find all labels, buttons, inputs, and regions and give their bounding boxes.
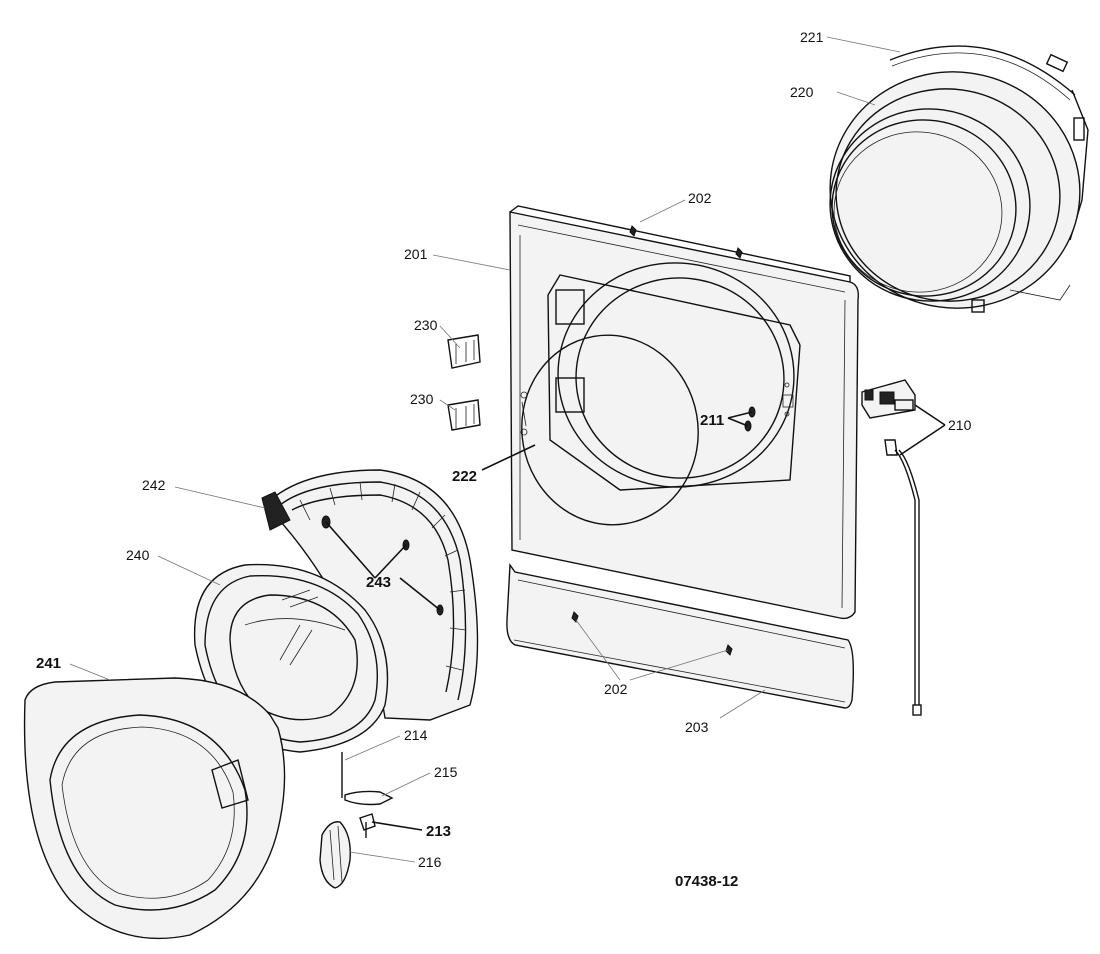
label-215: 215 [434, 764, 458, 780]
label-220: 220 [790, 84, 814, 100]
part-216-handle-cap [319, 821, 351, 889]
part-202-top-screws [629, 225, 743, 259]
label-230-upper: 230 [414, 317, 438, 333]
label-202-top: 202 [688, 190, 712, 206]
part-201-front-panel [509, 205, 860, 620]
leader-lines [69, 36, 946, 863]
part-210-door-lock [861, 379, 922, 716]
part-213-latch [359, 813, 376, 838]
label-203: 203 [685, 719, 709, 735]
label-202-bottom: 202 [604, 681, 628, 697]
label-214: 214 [404, 727, 428, 743]
label-242: 242 [142, 477, 166, 493]
part-215-spring [344, 790, 394, 806]
part-242-inner-door-frame [261, 469, 479, 721]
part-203-lower-panel [506, 562, 855, 709]
label-210: 210 [948, 417, 972, 433]
part-222-gasket-ring [521, 334, 699, 526]
label-222: 222 [452, 468, 477, 485]
label-241: 241 [36, 655, 61, 672]
label-230-lower: 230 [410, 391, 434, 407]
part-230-hinge-upper [447, 334, 481, 369]
label-240: 240 [126, 547, 150, 563]
label-213: 213 [426, 823, 451, 840]
label-221: 221 [800, 29, 824, 45]
part-labels: 221 220 202 201 230 230 211 210 222 242 … [36, 29, 972, 890]
figure-code: 07438-12 [675, 873, 738, 890]
part-241-outer-door [23, 677, 286, 940]
label-243: 243 [366, 574, 391, 591]
part-230-hinge-lower [447, 399, 481, 431]
part-220-door-seal [829, 71, 1081, 313]
label-201: 201 [404, 246, 428, 262]
label-211: 211 [700, 412, 724, 429]
label-216: 216 [418, 854, 442, 870]
